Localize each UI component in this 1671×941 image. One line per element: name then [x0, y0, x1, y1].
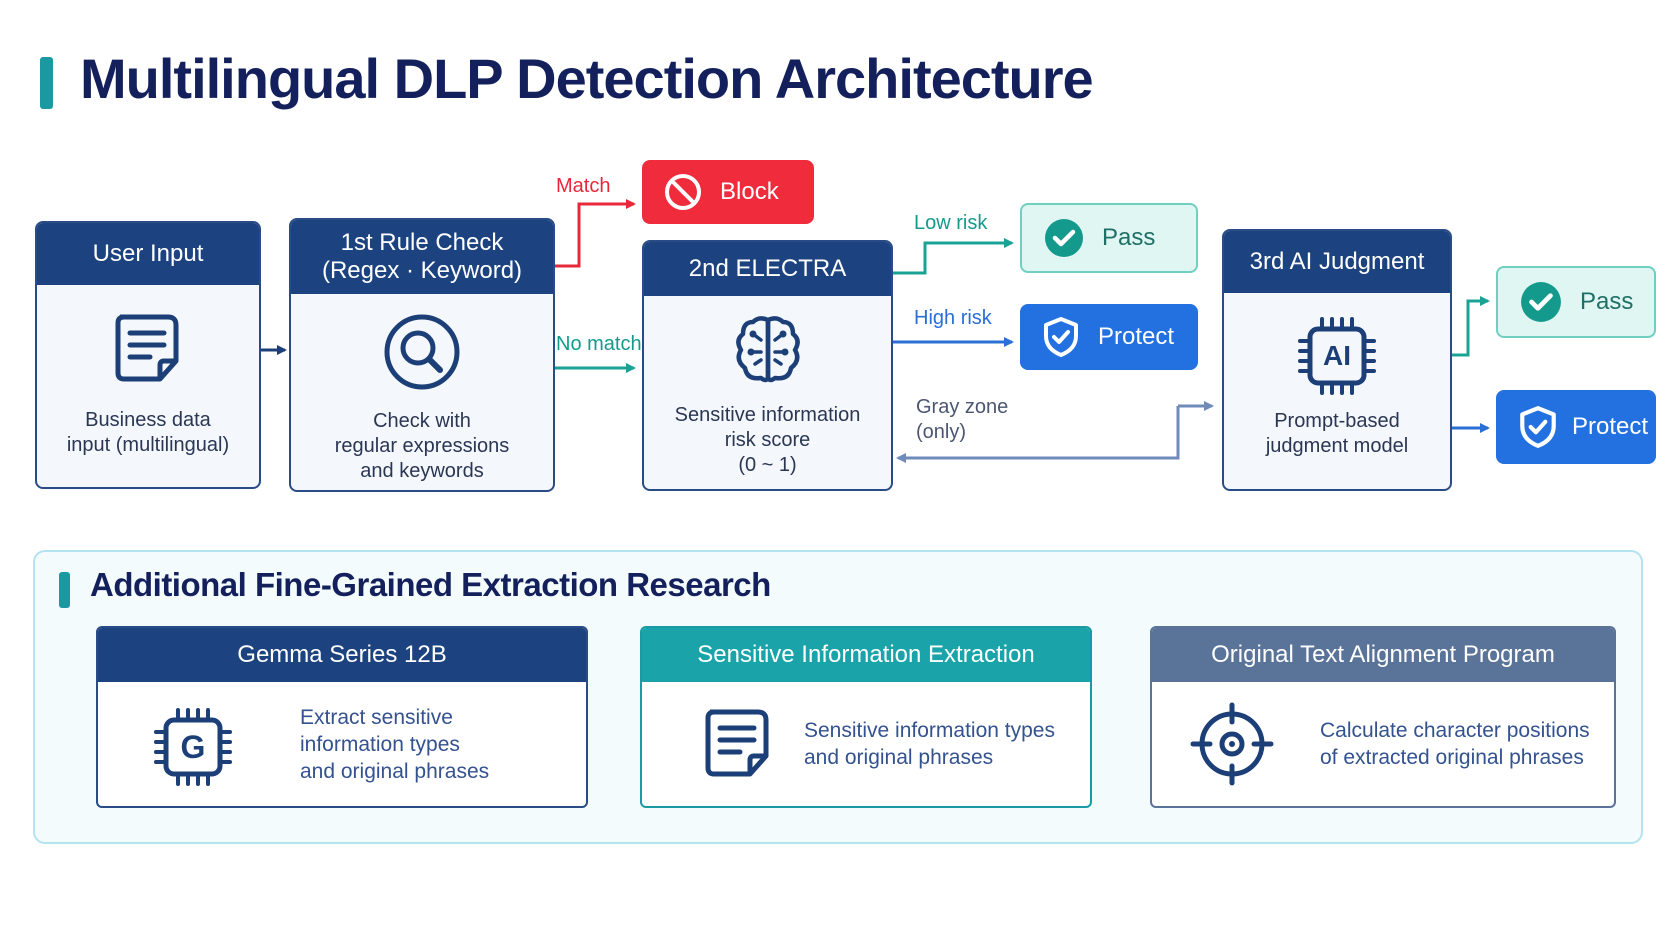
prohibited-icon [664, 173, 702, 211]
rule-check-line-2: regular expressions [334, 435, 510, 457]
check-circle-icon [1520, 281, 1562, 323]
protect-badge-high-risk: Protect [1020, 304, 1198, 370]
shield-check-icon [1042, 316, 1080, 358]
pass-ai-label: Pass [1580, 288, 1634, 315]
gray-zone-line-2: (only) [916, 421, 967, 443]
gray-zone-label: Gray zone (only) [916, 395, 1008, 445]
block-label: Block [720, 178, 779, 205]
arrow-grayzone-to-ai [896, 406, 1180, 463]
rule-check-heading-1: 1st Rule Check [340, 229, 504, 256]
arrow-ai-to-pass [1452, 296, 1490, 357]
crosshair-icon [1190, 702, 1274, 791]
user-input-line-1: Business data [85, 409, 211, 431]
rule-check-card: 1st Rule Check (Regex · Keyword) Check w… [289, 218, 555, 492]
no-match-label: No match [556, 333, 642, 355]
ai-judgment-line-2: judgment model [1265, 435, 1409, 457]
brain-circuit-icon [731, 312, 805, 393]
extraction-line-1: Sensitive information types [804, 719, 1055, 742]
protect-ai-label: Protect [1572, 413, 1649, 440]
extraction-line-2: and original phrases [804, 746, 994, 769]
user-input-heading: User Input [37, 223, 259, 285]
low-risk-label: Low risk [914, 212, 988, 234]
g-chip-icon: G [152, 706, 234, 788]
alignment-line-1: Calculate character positions [1320, 719, 1590, 742]
search-icon [382, 312, 462, 399]
electra-line-2: risk score [724, 429, 811, 451]
title-accent-bar [40, 57, 53, 109]
document-icon [110, 311, 186, 394]
check-circle-icon [1044, 218, 1084, 258]
alignment-heading: Original Text Alignment Program [1152, 628, 1614, 682]
match-label: Match [556, 175, 611, 197]
electra-line-3: (0 ~ 1) [738, 454, 797, 476]
arrow-lowrisk-to-pass [893, 238, 1014, 275]
arrow-match-to-block [555, 199, 636, 268]
pass-badge-ai: Pass [1496, 266, 1656, 338]
high-risk-label: High risk [914, 307, 992, 329]
rule-check-heading-2: (Regex · Keyword) [321, 257, 523, 284]
pass-badge-low-risk: Pass [1020, 203, 1198, 273]
gemma-heading: Gemma Series 12B [98, 628, 586, 682]
extraction-card: Sensitive Information Extraction Sensiti… [640, 626, 1092, 808]
ai-chip-text: AI [1323, 340, 1351, 371]
block-badge: Block [642, 160, 814, 224]
electra-heading: 2nd ELECTRA [644, 242, 891, 296]
alignment-card: Original Text Alignment Program Calculat… [1150, 626, 1616, 808]
pass-low-label: Pass [1102, 224, 1156, 251]
research-title: Additional Fine-Grained Extraction Resea… [90, 566, 771, 603]
electra-line-1: Sensitive information [674, 404, 861, 426]
research-accent-bar [59, 572, 70, 608]
user-input-line-2: input (multilingual) [66, 434, 230, 456]
alignment-line-2: of extracted original phrases [1320, 746, 1584, 769]
document-icon [700, 706, 776, 787]
ai-chip-icon: AI [1296, 315, 1378, 397]
gemma-card: Gemma Series 12B G Extract sensitive inf… [96, 626, 588, 808]
gemma-line-3: and original phrases [300, 760, 490, 783]
ai-judgment-line-1: Prompt-based [1274, 410, 1400, 432]
ai-judgment-card: 3rd AI Judgment AI Prompt-based judgment… [1222, 229, 1452, 491]
rule-check-line-3: and keywords [360, 460, 484, 482]
gemma-line-1: Extract sensitive [300, 706, 453, 729]
gray-zone-line-1: Gray zone [916, 396, 1009, 418]
protect-badge-ai: Protect [1496, 390, 1656, 464]
page-title: Multilingual DLP Detection Architecture [80, 47, 1094, 110]
ai-judgment-heading: 3rd AI Judgment [1224, 231, 1450, 293]
rule-check-line-1: Check with [373, 410, 471, 432]
gemma-line-2: information types [300, 733, 460, 756]
extraction-heading: Sensitive Information Extraction [642, 628, 1090, 682]
shield-check-icon [1518, 405, 1558, 449]
electra-card: 2nd ELECTRA Sensitive information risk s… [642, 240, 893, 491]
user-input-card: User Input Business data input (multilin… [35, 221, 261, 489]
protect-high-label: Protect [1098, 323, 1175, 350]
g-chip-text: G [180, 729, 206, 765]
